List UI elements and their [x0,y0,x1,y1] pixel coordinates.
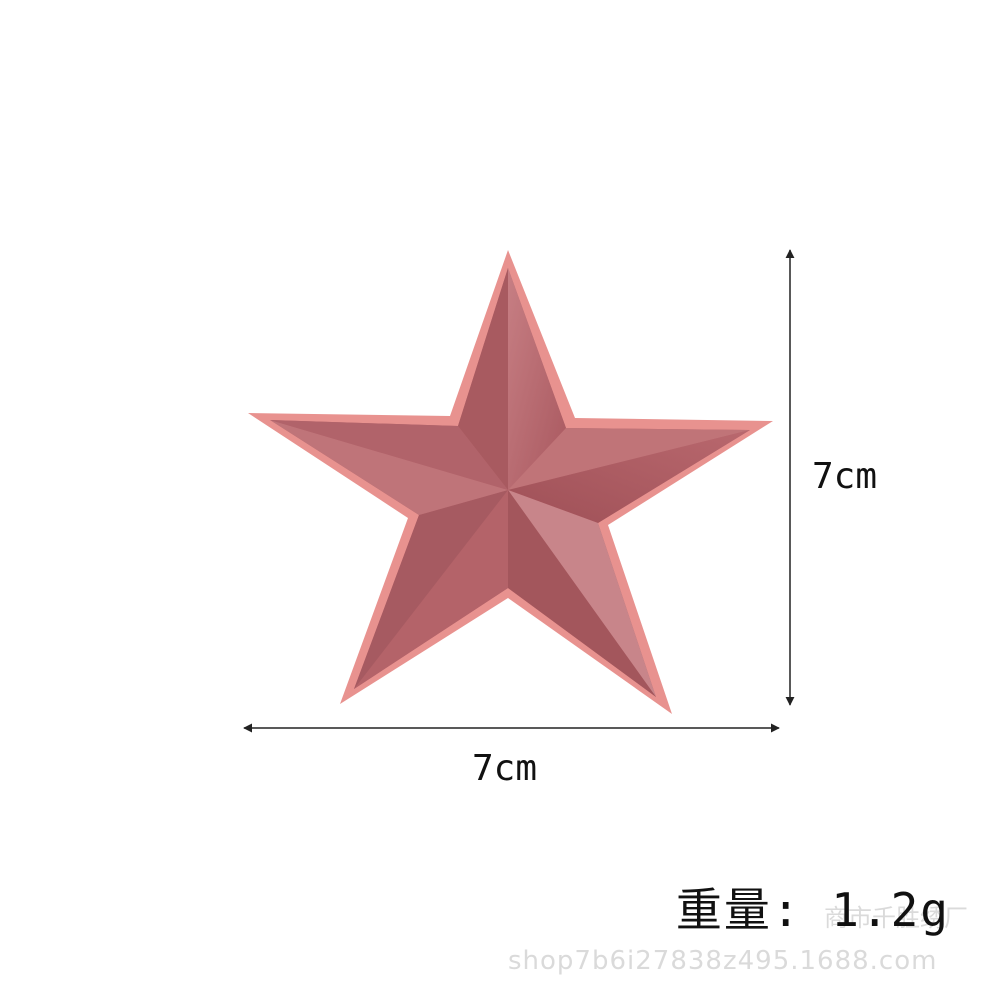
shop-url-watermark: shop7b6i27838z495.1688.com [508,946,938,976]
weight-label: 重量: 1.2g [675,883,950,937]
brand-watermark: 商市千胜绣厂 [824,904,968,932]
star-patch [270,268,750,697]
width-label: 7cm [472,748,538,789]
height-label: 7cm [812,456,878,497]
